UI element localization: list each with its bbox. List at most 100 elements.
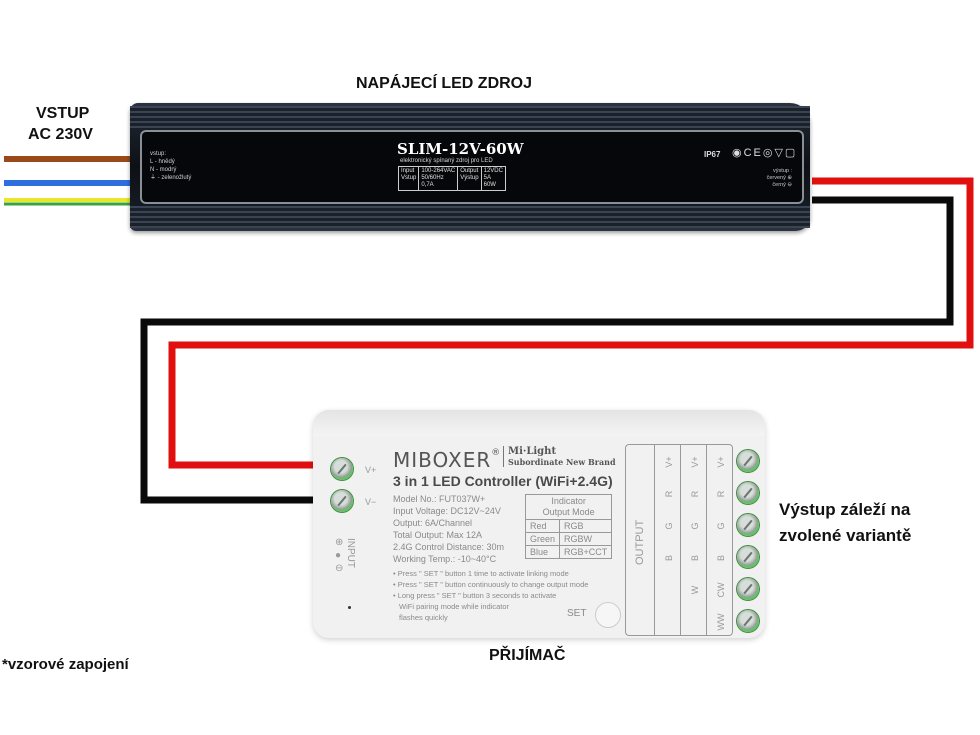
indicator-mode: RGB+CCT: [559, 545, 613, 559]
psu-label-plate: SLIM-12V-60W elektronický spínaný zdroj …: [140, 130, 804, 204]
output-legend-red: červený ⊕: [766, 175, 792, 181]
input-heading: VSTUP: [36, 105, 90, 122]
indicator-color: Blue: [524, 545, 561, 559]
spec-control-distance: 2.4G Control Distance: 30m: [393, 542, 505, 552]
certification-icons: ◉CE◎▽▢: [732, 147, 798, 159]
spec-output-voltage: 12VDC: [483, 168, 503, 174]
sub-brand: Mi·Light Subordinate New Brand: [503, 446, 616, 467]
note-wifi-pairing-cont: WiFi pairing mode while indicator: [399, 602, 510, 611]
output-pin: R: [716, 490, 726, 498]
output-note-line2: zvolené variantě: [779, 526, 912, 545]
controller-top-edge: [313, 410, 765, 436]
spec-output: Output: 6A/Channel: [393, 518, 473, 528]
spec-output-current: 5A: [483, 175, 491, 181]
footnote: *vzorové zapojení: [2, 656, 129, 673]
sub-brand-name: Mi·Light: [508, 446, 557, 457]
spec-input-frequency: 50/60Hz: [421, 175, 444, 181]
note-linking: • Press " SET " button 1 time to activat…: [393, 569, 569, 578]
sub-brand-tagline: Subordinate New Brand: [508, 457, 616, 467]
terminal-screw-vplus-icon: [331, 458, 353, 480]
wire-black-negative: [140, 196, 954, 504]
indicator-header-sub: Output Mode: [542, 507, 595, 517]
input-legend-live: L - hnědý: [150, 159, 175, 165]
usage-notes: • Press " SET " button 1 time to activat…: [393, 568, 588, 623]
output-pin: B: [716, 555, 726, 562]
spec-input-voltage: Input Voltage: DC12V~24V: [393, 506, 501, 516]
output-column-rgb: V+ R G B: [654, 445, 674, 635]
brand-registered-mark: ®: [491, 448, 502, 458]
input-legend-header: vstup:: [150, 151, 167, 157]
indicator-mode: RGBW: [559, 532, 613, 546]
output-column-rgbw: V+ R G B W: [680, 445, 700, 635]
psu-model: SLIM-12V-60W: [397, 140, 524, 158]
indicator-color: Red: [524, 519, 561, 533]
output-terminal-1-icon: [737, 450, 759, 472]
output-pin: WW: [716, 613, 726, 631]
wire-red-positive: [168, 177, 974, 469]
indicator-led-icon: [348, 606, 351, 609]
note-wifi-pairing: • Long press " SET " button 3 seconds to…: [393, 591, 557, 600]
input-voltage-label: AC 230V: [28, 126, 93, 143]
indicator-header: Indicator: [551, 496, 586, 506]
output-mapping-table: OUTPUT V+ R G B V+ R G B W V+ R G B CW W…: [625, 444, 733, 636]
input-legend-earth: ⏚ - zelenožlutý: [150, 175, 192, 181]
spec-working-temp: Working Temp.: -10~40°C: [393, 554, 497, 564]
terminal-label-vminus: V−: [365, 497, 377, 507]
spec-output-label-cz: Výstup: [460, 175, 479, 181]
output-pin: V+: [664, 456, 674, 468]
output-legend-black: černý ⊖: [772, 182, 792, 188]
terminal-screw-vminus-icon: [331, 490, 353, 512]
heatsink-ribs-bottom: [130, 206, 810, 228]
psu-subtitle: elektronický spínaný zdroj pro LED: [400, 158, 493, 164]
output-pin: V+: [716, 456, 726, 468]
output-terminal-2-icon: [737, 482, 759, 504]
spec-output-power: 60W: [483, 182, 496, 188]
output-label: OUTPUT: [634, 519, 646, 565]
output-pin: G: [690, 522, 700, 530]
spec-model: Model No.: FUT037W+: [393, 494, 486, 504]
output-pin: V+: [690, 456, 700, 468]
heatsink-ribs-top: [130, 106, 810, 128]
terminal-label-vplus: V+: [365, 465, 377, 475]
input-label: INPUT: [345, 538, 356, 568]
psu-output-legend: výstup : červený ⊕ černý ⊖: [767, 168, 792, 189]
output-pin: CW: [716, 582, 726, 598]
set-button[interactable]: [595, 602, 621, 628]
brand-logo: MIBOXER®: [393, 448, 501, 472]
output-terminal-4-icon: [737, 546, 759, 568]
led-power-supply: SLIM-12V-60W elektronický spínaný zdroj …: [130, 103, 810, 231]
indicator-color: Green: [524, 532, 561, 546]
spec-output-label: Output: [460, 168, 479, 174]
output-pin: B: [664, 555, 674, 562]
power-supply-heading: NAPÁJECÍ LED ZDROJ: [356, 75, 533, 92]
led-controller-receiver: V+ V− ⊕ ● ⊖ INPUT MIBOXER® Mi·Light Subo…: [313, 410, 765, 638]
output-note-line1: Výstup záleží na: [779, 500, 911, 519]
output-pin: G: [716, 522, 726, 530]
spec-input-label-cz: Vstup: [401, 175, 417, 181]
receiver-label: PŘIJÍMAČ: [485, 647, 570, 665]
output-legend-header: výstup :: [773, 168, 792, 174]
output-pin: G: [664, 522, 674, 530]
note-wifi-pairing-end: flashes quickly: [399, 613, 448, 622]
spec-input-label: Input: [401, 168, 415, 174]
spec-input-current: 0,7A: [421, 182, 434, 188]
indicator-mode: RGB: [559, 519, 613, 533]
output-terminal-6-icon: [737, 610, 759, 632]
output-terminal-3-icon: [737, 514, 759, 536]
input-legend-neutral: N - modrý: [150, 167, 177, 173]
output-pin: B: [690, 555, 700, 562]
note-output-mode: • Press " SET " button continuously to c…: [393, 580, 589, 589]
output-terminal-5-icon: [737, 578, 759, 600]
output-pin: R: [690, 490, 700, 498]
input-polarity-icon: ⊕ ● ⊖: [335, 537, 344, 574]
brand-name: MIBOXER: [393, 448, 492, 472]
controller-title: 3 in 1 LED Controller (WiFi+2.4G): [393, 473, 613, 489]
spec-input-voltage: 100-264VAC: [421, 168, 456, 174]
output-pin: R: [664, 490, 674, 498]
